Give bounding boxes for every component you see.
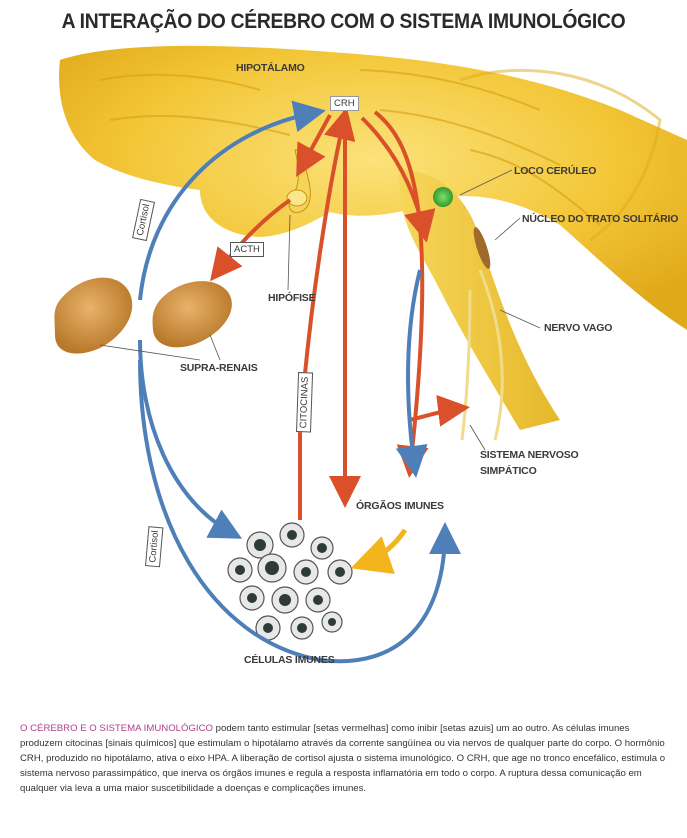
label-simpatico: SIMPÁTICO [480, 465, 537, 477]
label-nucleo-trato-solitario: NÚCLEO DO TRATO SOLITÁRIO [522, 213, 678, 225]
label-crh: CRH [330, 96, 359, 111]
label-celulas-imunes: CÉLULAS IMUNES [244, 654, 335, 666]
caption-lead: O cérebro e o sistema imunológico [20, 723, 213, 734]
organs-to-cells-arrow [360, 530, 405, 565]
label-hipofise: HIPÓFISE [268, 292, 315, 304]
adrenal-gland-left [54, 278, 132, 354]
label-orgaos-imunes: ÓRGÃOS IMUNES [356, 500, 444, 512]
adrenal-gland-right [153, 281, 232, 347]
label-supra-renais: SUPRA-RENAIS [180, 362, 258, 374]
label-citocinas: CITOCINAS [296, 372, 313, 432]
locus-ceruleus-marker [433, 187, 453, 207]
caption-text: O cérebro e o sistema imunológico podem … [20, 721, 670, 797]
label-hipotalamo: HIPOTÁLAMO [236, 62, 305, 74]
label-acth: ACTH [230, 242, 264, 257]
label-loco-ceruleo: LOCO CERÚLEO [514, 165, 596, 177]
label-nervo-vago: NERVO VAGO [544, 322, 612, 334]
brain-illustration [59, 46, 687, 330]
label-sistema-nervoso: SISTEMA NERVOSO [480, 449, 579, 461]
